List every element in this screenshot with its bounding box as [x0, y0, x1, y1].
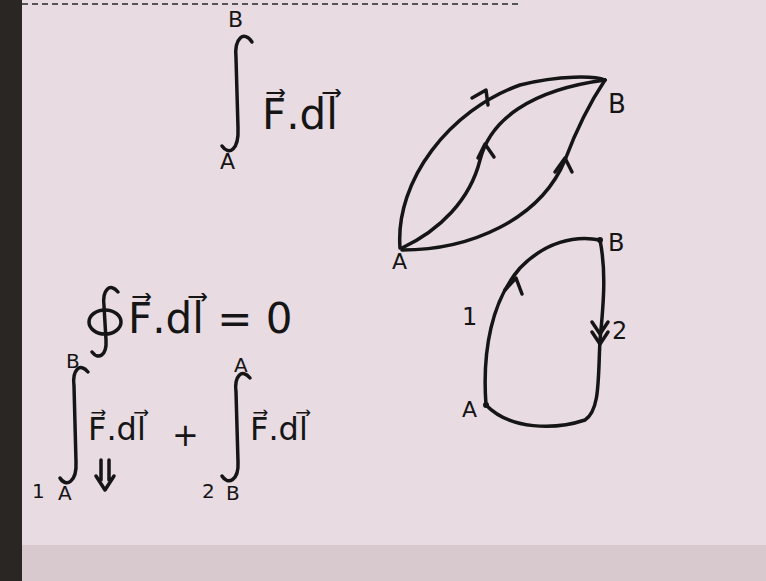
limit-label: B — [66, 350, 80, 372]
contour-circle — [89, 310, 121, 334]
integral-sign — [222, 36, 252, 150]
plus-sign: + — [172, 418, 199, 453]
limit-label: B — [226, 482, 240, 504]
path-curve — [400, 77, 605, 248]
point-label: B — [608, 90, 626, 119]
path-index: 1 — [462, 304, 477, 330]
arrow-mark — [478, 144, 494, 158]
arrow-mark — [555, 158, 572, 172]
point-dot — [483, 402, 489, 408]
dark-edge — [0, 0, 22, 581]
path-curve — [402, 80, 605, 248]
limit-label: A — [220, 150, 235, 174]
point-label: A — [392, 250, 407, 274]
integrand: F⃗.dl⃗ — [88, 412, 146, 447]
path-index: 2 — [202, 480, 215, 502]
integrand: F⃗.dl⃗ — [262, 92, 338, 138]
integral-sign — [222, 374, 250, 481]
arrow-mark — [472, 90, 488, 105]
limit-label: A — [58, 482, 72, 504]
limit-label: A — [234, 354, 248, 376]
implies-arrow — [96, 460, 114, 490]
arrow-mark — [505, 278, 522, 294]
point-dot — [597, 237, 603, 243]
path-curve — [402, 80, 605, 250]
integral-sign — [60, 368, 88, 483]
equation: F⃗.dl⃗ = 0 — [128, 296, 292, 342]
contour-integral-sign — [92, 288, 118, 356]
point-label: A — [462, 398, 477, 422]
dashed-edge — [22, 3, 520, 5]
integrand: F⃗.dl⃗ — [250, 412, 308, 447]
path-index: 2 — [612, 318, 627, 344]
closed-loop — [485, 238, 604, 426]
paper-shadow — [22, 545, 766, 581]
point-label: B — [608, 230, 624, 256]
limit-label: B — [228, 8, 243, 32]
path-index: 1 — [32, 480, 45, 502]
arrow-mark — [592, 322, 608, 344]
